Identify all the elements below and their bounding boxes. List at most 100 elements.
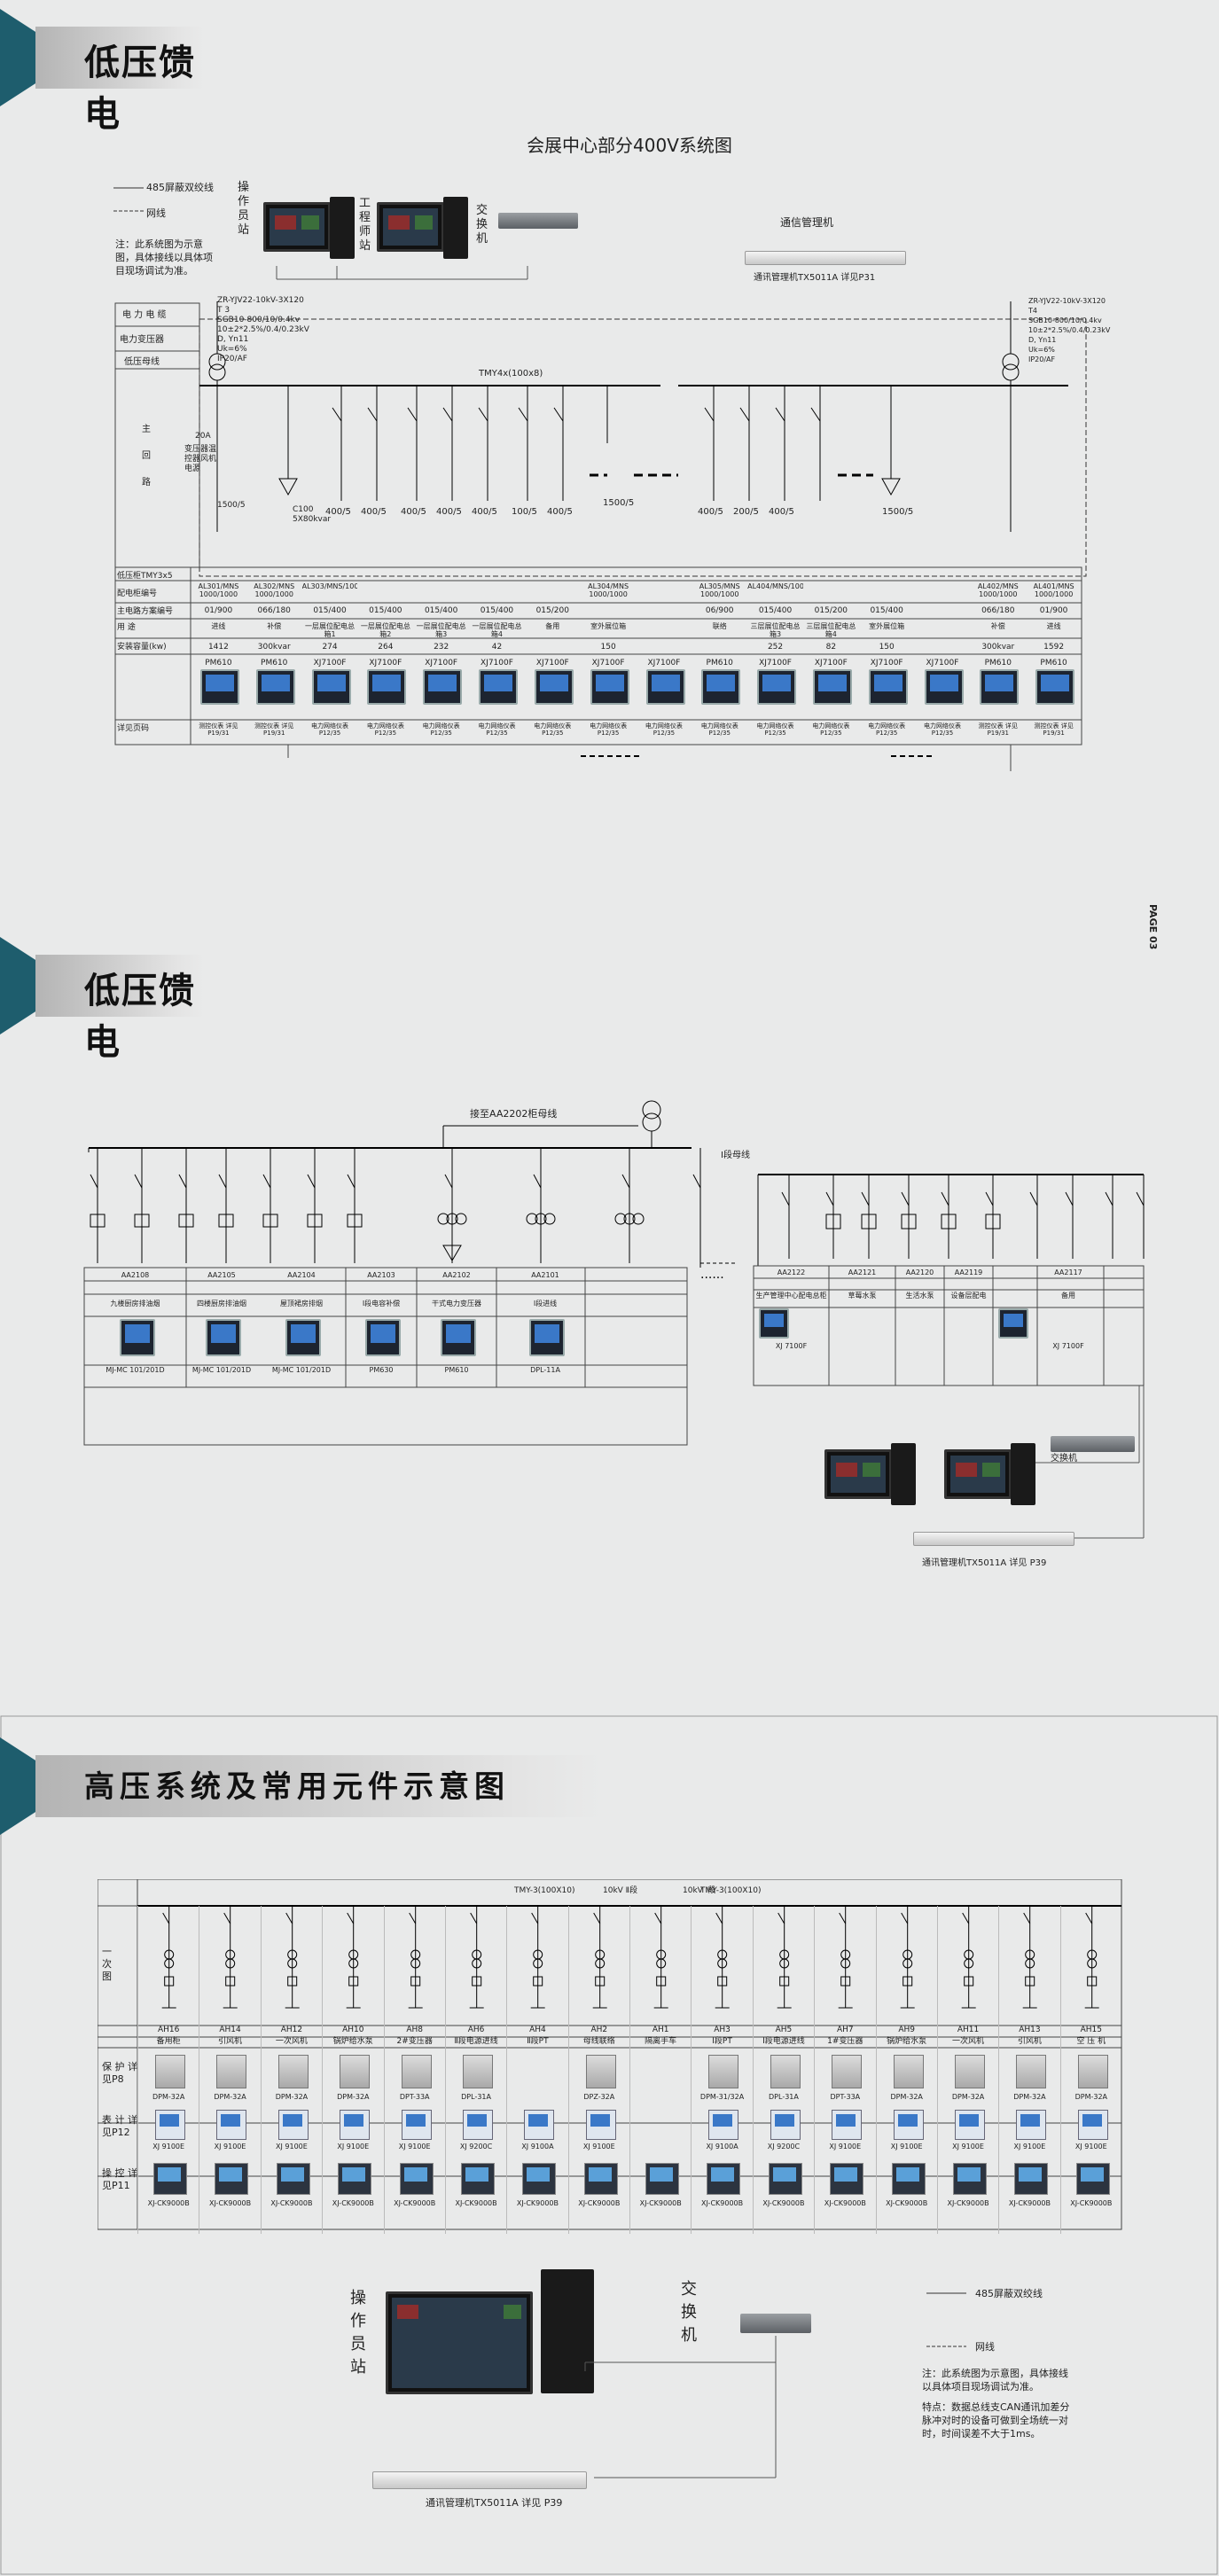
s3-cab-op: XJ-CK9000B [947,2199,989,2207]
s3-cab-id: AH16 [157,2026,180,2034]
s3-ctrl-device [215,2163,249,2195]
s2-cab-id: AA2117 [1054,1268,1082,1276]
s2-cab-use: 备用 [1061,1292,1075,1300]
s1-row-labels: 低压柜TMY3x5 配电柜编号 主电路方案编号 用 途 安装容量(kw) 详见页… [117,572,174,733]
s3-ctrl-screen [895,2167,919,2182]
s3-ctrl-device [830,2163,864,2195]
s2-network-switch [1051,1436,1135,1452]
s1-meter-3-screen [372,675,402,691]
s2-cab-use: 草莓水泵 [848,1292,877,1300]
s3-schematic-mark [286,1958,297,1969]
s1-cab-meter: PM610 [984,659,1012,667]
s1-cab-use [915,622,971,642]
s2-cab-id: AA2103 [367,1271,395,1279]
s2-bus2-label: Ⅰ段母线 [721,1151,750,1160]
s3-primary-schematic [161,1906,176,2009]
s1-cab-meter: XJ7100F [759,659,792,667]
s1-rating-11: 1500/5 [882,507,914,517]
s1-rating-4: 400/5 [472,507,497,517]
s2-mgr-label: 通讯管理机TX5011A 详见 P39 [922,1558,1047,1568]
s3-frame [0,1715,1218,2575]
s3-ctrl-device [276,2163,310,2195]
s3-ctrl-device [645,2163,679,2195]
s1-meter-9-screen [707,675,736,691]
s1-meter-15-screen [1041,675,1070,691]
section1-banner: 低压馈电 [0,9,213,135]
s1-meter-11-screen [817,675,847,691]
s3-ctrl-device [338,2163,372,2195]
s1-switch-label: 交换机 [476,204,488,246]
s2-meter-4-screen [446,1324,471,1343]
s3-legend-net: 网线 [975,2341,995,2353]
s3-cab-use: 引风机 [218,2037,243,2046]
s3-meter-device [770,2110,801,2140]
s1-cab-scheme: 015/400 [369,606,402,615]
s3-cab-op: XJ-CK9000B [394,2199,436,2207]
s3-cab-id: AH7 [836,2026,854,2034]
s3-schematic-mark [533,1976,543,1987]
s2-cab-id: AA2102 [442,1271,471,1279]
s1-cab-meter: XJ7100F [591,659,625,667]
s3-cab-prot: DPT-33A [399,2093,430,2101]
s1-cab-id: AL301/MNS 1000/1000 [198,582,239,598]
s2-operator-monitor [824,1449,892,1499]
s2-cab-meter: MJ-MC 101/201D [105,1366,165,1374]
s3-cab-id: AH10 [342,2026,364,2034]
s3-cab-prot: DPM-32A [951,2093,985,2101]
s1-cab-use: 一层展位配电总箱4 [472,622,522,638]
s3-schematic-mark [962,1912,969,1924]
s3-primary-schematic [408,1906,423,2009]
s3-cab-op: XJ-CK9000B [332,2199,374,2207]
s3-schematic-mark [286,1976,297,1987]
s1-cab-id [469,582,525,604]
s1-cab-use: 一层展位配电总箱2 [360,622,410,638]
s3-meter-screen [590,2114,610,2127]
s2-meter-3 [365,1319,401,1356]
s2-cab-id: AA2101 [531,1271,559,1279]
s2-cab-meter: PM630 [369,1366,394,1374]
s3-schematic-mark [778,1976,789,1987]
s3-cab-meter: XJ 9100A [521,2143,554,2151]
s3-schematic-mark [410,1958,420,1969]
s1-cab-use [637,622,692,642]
s2-cab-meter: DPL-11A [530,1366,560,1374]
s3-meter-screen [160,2114,179,2127]
s3-cab-op: XJ-CK9000B [270,2199,313,2207]
s3-meter-screen [466,2114,487,2127]
s2-cab-id: AA2120 [905,1268,934,1276]
s1-meter-3 [367,669,407,705]
s2-cab-use: Ⅰ段进线 [533,1300,558,1308]
s1-cab-ref: 测控仪表 详见P19/31 [978,722,1018,737]
s3-cab-use: 一次风机 [275,2037,308,2046]
s3-meter-device [524,2110,555,2140]
s3-prot-device [893,2055,924,2088]
s3-ctrl-device [583,2163,618,2195]
s1-cab-meter: PM610 [261,659,288,667]
s2-cab-id: AA2108 [121,1271,150,1279]
s2-meter-0-screen [125,1324,150,1343]
s1-cab-kw: 82 [825,643,837,652]
s1-cab-scheme: 01/900 [1039,606,1068,615]
s1-cab-ref: 测控仪表 详见P19/31 [254,722,294,737]
s3-cab-use: 锅炉给水泵 [887,2037,927,2046]
s1-cab-use: 补偿 [267,622,282,630]
s2-cab-use: 九楼厨房排油烟 [110,1300,160,1308]
s3-cab-meter: XJ 9100E [829,2143,862,2151]
s1-cab-ref: 电力网络仪表 P12/35 [478,722,516,737]
s3-cab-id: AH13 [1019,2026,1041,2034]
s1-meter-10-screen [762,675,792,691]
s1-cab-id: AL402/MNS 1000/1000 [977,582,1019,598]
